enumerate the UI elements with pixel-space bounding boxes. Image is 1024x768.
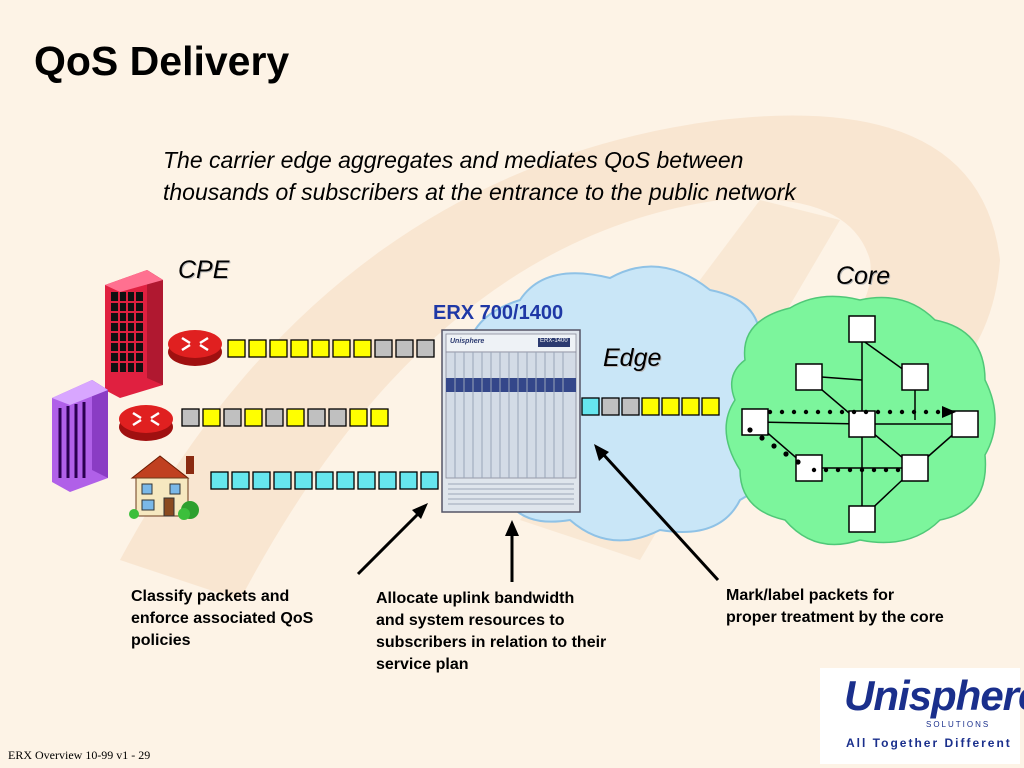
chassis-model-label: ERX-1400: [540, 338, 568, 344]
packet-cell: [244, 408, 263, 427]
packet-cell: [681, 397, 700, 416]
packet-cell: [315, 471, 334, 490]
packet-cell: [370, 408, 389, 427]
house-icon: [129, 455, 199, 520]
cpe-label: CPE: [178, 256, 230, 284]
packet-cell: [231, 471, 250, 490]
packet-queue-row-2: [181, 408, 389, 427]
packet-cell: [332, 339, 351, 358]
slide-subtitle: The carrier edge aggregates and mediates…: [163, 144, 943, 208]
packet-cell: [661, 397, 680, 416]
packet-queue-row-1: [227, 339, 435, 358]
packet-cell: [374, 339, 393, 358]
packet-cell: [621, 397, 640, 416]
packet-cell: [349, 408, 368, 427]
packet-cell: [581, 397, 600, 416]
callout-mark: Mark/label packets for proper treatment …: [726, 587, 944, 626]
packet-cell: [416, 339, 435, 358]
logo-tagline: All Together Different: [846, 736, 1012, 750]
callout-classify: Classify packets and enforce associated …: [131, 588, 314, 649]
callout-allocate-line-3: subscribers in relation to their: [376, 634, 607, 651]
packet-cell: [210, 471, 229, 490]
footer-text: ERX Overview 10-99 v1 - 29: [8, 748, 151, 762]
erx-chassis-icon: [441, 329, 581, 513]
logo-panel: [820, 668, 1020, 764]
logo-solutions: SOLUTIONS: [926, 720, 991, 729]
packet-queue-row-3: [210, 471, 439, 490]
packet-cell: [181, 408, 200, 427]
router-icon: [168, 330, 222, 366]
packet-cell: [269, 339, 288, 358]
chassis-brand-label: Unisphere: [450, 338, 485, 345]
packet-cell: [353, 339, 372, 358]
packet-cell: [357, 471, 376, 490]
packet-cell: [307, 408, 326, 427]
packet-cell: [227, 339, 246, 358]
subtitle-line-1: The carrier edge aggregates and mediates…: [163, 147, 744, 173]
packet-cell: [601, 397, 620, 416]
packet-cell: [286, 408, 305, 427]
core-cloud: [725, 295, 996, 546]
edge-label: Edge: [603, 344, 662, 372]
packet-cell: [294, 471, 313, 490]
callout-allocate-line-4: service plan: [376, 656, 469, 673]
packet-cell: [336, 471, 355, 490]
callout-arrows: [356, 444, 720, 582]
callout-allocate-line-1: Allocate uplink bandwidth: [376, 590, 575, 607]
erx-device-label: ERX 700/1400: [433, 302, 564, 324]
packet-cell: [265, 408, 284, 427]
packet-cell: [395, 339, 414, 358]
logo-wordmark: Unisphere: [844, 672, 1024, 719]
packet-cell: [641, 397, 660, 416]
office-building-icon: [105, 270, 163, 398]
packet-cell: [273, 471, 292, 490]
packet-cell: [701, 397, 720, 416]
core-label: Core: [836, 262, 891, 290]
packet-cell: [252, 471, 271, 490]
slide-title: QoS Delivery: [34, 38, 290, 84]
packet-cell: [378, 471, 397, 490]
packet-cell: [223, 408, 242, 427]
packet-cell: [248, 339, 267, 358]
enterprise-building-icon: [52, 380, 108, 492]
packet-cell: [290, 339, 309, 358]
packet-cell: [311, 339, 330, 358]
packet-cell: [399, 471, 418, 490]
router-icon: [119, 405, 173, 441]
packet-cell: [328, 408, 347, 427]
callout-allocate-line-2: and system resources to: [376, 612, 565, 629]
subtitle-line-2: thousands of subscribers at the entrance…: [163, 179, 796, 205]
packet-queue-uplink: [581, 397, 720, 416]
callout-allocate: Allocate uplink bandwidth and system res…: [376, 588, 666, 676]
packet-cell: [202, 408, 221, 427]
packet-cell: [420, 471, 439, 490]
